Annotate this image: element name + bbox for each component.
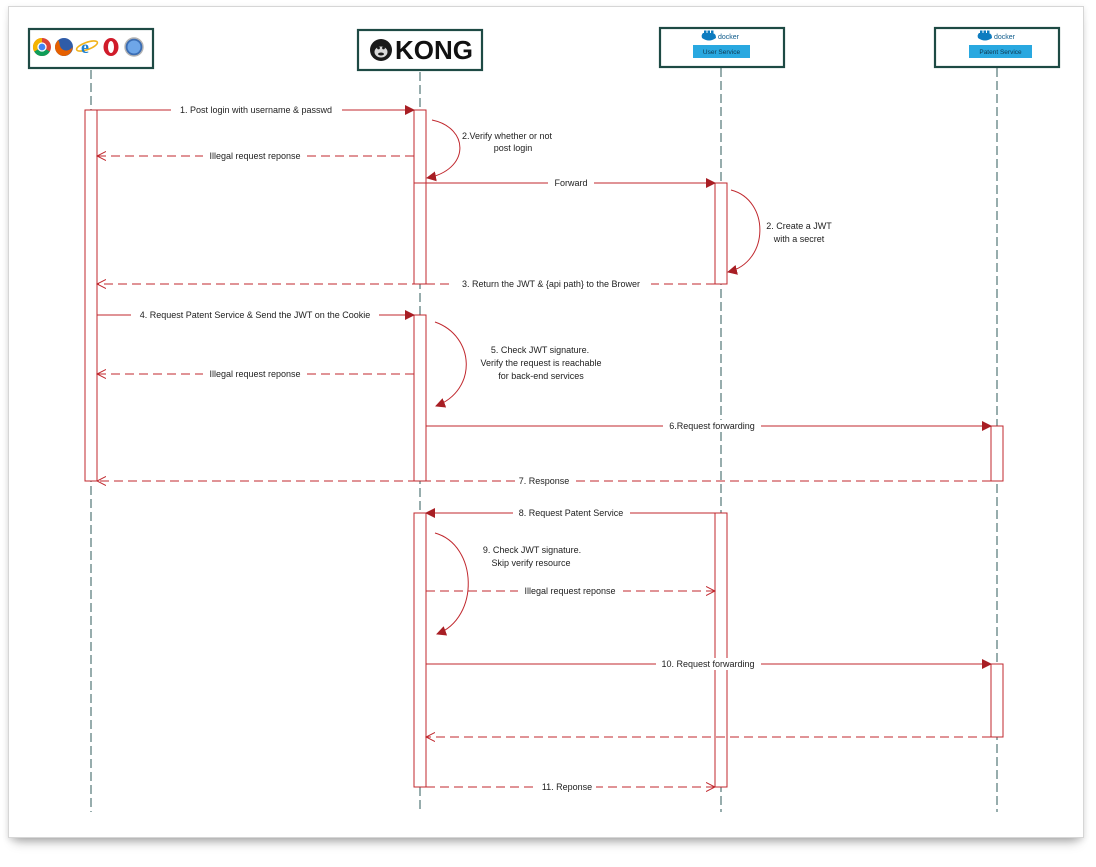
user-service-label: User Service bbox=[703, 49, 741, 56]
message-11-label: 11. Reponse bbox=[542, 782, 592, 792]
message-5-label-line3: for back-end services bbox=[498, 371, 584, 381]
diagram-sheet bbox=[8, 6, 1084, 838]
kong-activation-2 bbox=[413, 182, 427, 285]
kong-participant: KONG bbox=[356, 28, 484, 72]
patent-service-activation-1 bbox=[990, 425, 1004, 482]
gorilla-logo-icon bbox=[370, 39, 392, 61]
message-8-label: 8. Request Patent Service bbox=[519, 508, 624, 518]
message-6-label: 6.Request forwarding bbox=[669, 421, 755, 431]
ie-icon: e bbox=[75, 37, 99, 57]
illegal-response-1-label: Illegal request reponse bbox=[209, 151, 300, 161]
message-2-label-line1: 2.Verify whether or not bbox=[462, 131, 553, 141]
kong-activation-4 bbox=[413, 512, 427, 788]
illegal-response-3-label: Illegal request reponse bbox=[524, 586, 615, 596]
browser-participant: e bbox=[27, 27, 155, 70]
service-badge bbox=[693, 45, 750, 58]
kong-label: KONG bbox=[395, 35, 473, 65]
message-5-label-line1: 5. Check JWT signature. bbox=[491, 345, 589, 355]
docker-label: docker bbox=[994, 34, 1016, 41]
patent-service-label: Patent Service bbox=[979, 49, 1022, 56]
docker-icon bbox=[701, 30, 716, 41]
browser-activation bbox=[84, 109, 98, 482]
message-5-self-arrow bbox=[434, 321, 467, 408]
patent-service-participant: docker Patent Service bbox=[933, 26, 1061, 69]
message-5-label-line2: Verify the request is reachable bbox=[480, 358, 601, 368]
create-jwt-self-arrow bbox=[727, 189, 761, 275]
message-9-label-line1: 9. Check JWT signature. bbox=[483, 545, 581, 555]
chrome-icon bbox=[32, 37, 51, 57]
user-service-activation-2 bbox=[714, 512, 728, 788]
service-badge bbox=[969, 45, 1032, 58]
message-3-label: 3. Return the JWT & {api path} to the Br… bbox=[462, 279, 640, 289]
create-jwt-label-line1: 2. Create a JWT bbox=[766, 221, 832, 231]
message-10-label: 10. Request forwarding bbox=[661, 659, 754, 669]
create-jwt-label-line2: with a secret bbox=[773, 234, 825, 244]
message-1-label: 1. Post login with username & passwd bbox=[180, 105, 332, 115]
message-9-self-arrow bbox=[434, 532, 469, 636]
user-service-activation-1 bbox=[714, 182, 728, 285]
message-7-label: 7. Response bbox=[519, 476, 570, 486]
patent-service-activation-2 bbox=[990, 663, 1004, 738]
message-4-label: 4. Request Patent Service & Send the JWT… bbox=[140, 310, 370, 320]
message-2-label-line2: post login bbox=[494, 143, 533, 153]
opera-icon bbox=[103, 38, 119, 56]
docker-icon bbox=[977, 30, 992, 41]
docker-label: docker bbox=[718, 34, 740, 41]
forward-label: Forward bbox=[554, 178, 587, 188]
safari-icon bbox=[124, 37, 144, 57]
message-2-self-arrow bbox=[426, 119, 461, 182]
message-9-label-line2: Skip verify resource bbox=[491, 558, 570, 568]
user-service-participant: docker User Service bbox=[658, 26, 786, 69]
svg-text:e: e bbox=[81, 37, 89, 57]
illegal-response-2-label: Illegal request reponse bbox=[209, 369, 300, 379]
firefox-icon bbox=[54, 38, 73, 57]
kong-activation-1 bbox=[413, 109, 427, 184]
kong-activation-3 bbox=[413, 314, 427, 482]
